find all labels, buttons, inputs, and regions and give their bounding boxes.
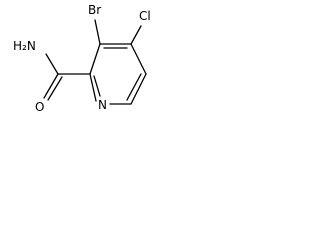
- bond-c4-c5: [130, 43, 147, 75]
- bond-n1-c2-inner: [93, 75, 101, 97]
- bond-n1-c2: [89, 73, 97, 102]
- bond-carbonyl-o: [43, 73, 59, 99]
- amine-group-label: H₂N: [13, 39, 36, 53]
- chemical-structure-diagram: Br Cl H₂N O N: [13, 3, 151, 114]
- bond-carbonyl-n: [45, 53, 59, 75]
- bromine-atom-label: Br: [88, 3, 101, 17]
- bond-carbonyl-o-second: [47, 76, 63, 101]
- bond-c5-c6: [130, 73, 147, 105]
- oxygen-atom-label: O: [35, 100, 44, 114]
- bond-c4-cl: [130, 25, 142, 45]
- pyridine-nitrogen-label: N: [98, 98, 107, 112]
- bond-c2-c3: [89, 43, 101, 75]
- chlorine-atom-label: Cl: [139, 9, 151, 23]
- bond-c3-br: [94, 19, 101, 45]
- bond-c5-c6-inner: [126, 73, 142, 101]
